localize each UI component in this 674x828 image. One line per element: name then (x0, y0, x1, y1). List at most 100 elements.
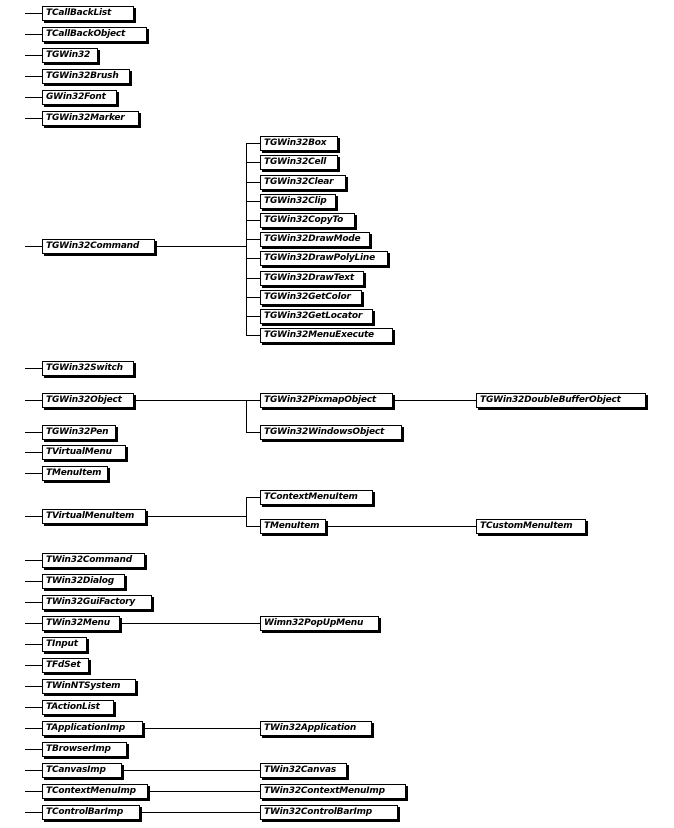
connector-stub (25, 516, 42, 517)
class-node[interactable]: TCallBackObject (42, 27, 147, 42)
connector-horizontal (246, 432, 260, 433)
class-node[interactable]: TWin32GuiFactory (42, 595, 152, 610)
connector-horizontal (122, 770, 260, 771)
connector-stub (25, 770, 42, 771)
connector-stub (25, 368, 42, 369)
class-node[interactable]: TGWin32DoubleBufferObject (476, 393, 646, 408)
connector-horizontal (146, 516, 246, 517)
class-node[interactable]: TGWin32Switch (42, 361, 134, 376)
connector-horizontal (140, 812, 260, 813)
class-node[interactable]: TGWin32DrawMode (260, 232, 370, 247)
connector-horizontal (246, 220, 260, 221)
class-node[interactable]: TControlBarImp (42, 805, 140, 820)
class-node[interactable]: TGWin32Command (42, 239, 155, 254)
connector-horizontal (148, 791, 260, 792)
class-node[interactable]: TGWin32CopyTo (260, 213, 355, 228)
connector-stub (25, 665, 42, 666)
class-node[interactable]: TGWin32Clip (260, 194, 336, 209)
connector-horizontal (120, 623, 260, 624)
class-node[interactable]: TGWin32Clear (260, 175, 346, 190)
class-node[interactable]: TWin32ControlBarImp (260, 805, 398, 820)
class-node[interactable]: TGWin32Object (42, 393, 134, 408)
class-node[interactable]: TFdSet (42, 658, 89, 673)
connector-stub (25, 560, 42, 561)
class-node[interactable]: TContextMenuItem (260, 490, 373, 505)
connector-vertical (246, 497, 247, 526)
class-node[interactable]: TVirtualMenuItem (42, 509, 146, 524)
connector-horizontal (246, 201, 260, 202)
class-node[interactable]: TCallBackList (42, 6, 134, 21)
class-node[interactable]: TContextMenuImp (42, 784, 148, 799)
connector-horizontal (246, 278, 260, 279)
connector-horizontal (246, 400, 260, 401)
class-node[interactable]: GWin32Font (42, 90, 117, 105)
connector-stub (25, 686, 42, 687)
class-node[interactable]: TGWin32 (42, 48, 98, 63)
connector-stub (25, 246, 42, 247)
connector-stub (25, 812, 42, 813)
class-node[interactable]: TMenuItem (42, 466, 108, 481)
connector-horizontal (246, 239, 260, 240)
class-node[interactable]: TGWin32Brush (42, 69, 130, 84)
class-node[interactable]: TInput (42, 637, 87, 652)
connector-horizontal (246, 182, 260, 183)
connector-stub (25, 791, 42, 792)
connector-stub (25, 602, 42, 603)
class-node[interactable]: TGWin32DrawText (260, 271, 364, 286)
connector-stub (25, 13, 42, 14)
class-node[interactable]: TCanvasImp (42, 763, 122, 778)
class-node[interactable]: TWin32Dialog (42, 574, 125, 589)
connector-stub (25, 34, 42, 35)
connector-stub (25, 118, 42, 119)
connector-stub (25, 97, 42, 98)
connector-horizontal (246, 497, 260, 498)
connector-horizontal (134, 400, 246, 401)
class-node[interactable]: TWin32Application (260, 721, 372, 736)
connector-horizontal (155, 246, 246, 247)
class-node[interactable]: TGWin32PixmapObject (260, 393, 393, 408)
class-node[interactable]: TGWin32WindowsObject (260, 425, 402, 440)
connector-horizontal (246, 316, 260, 317)
class-node[interactable]: TWin32Menu (42, 616, 120, 631)
connector-horizontal (246, 297, 260, 298)
class-node[interactable]: TGWin32GetLocator (260, 309, 373, 324)
class-node[interactable]: TCustomMenuItem (476, 519, 586, 534)
connector-horizontal (246, 526, 260, 527)
connector-stub (25, 749, 42, 750)
class-node[interactable]: TApplicationImp (42, 721, 143, 736)
connector-stub (25, 473, 42, 474)
connector-stub (25, 432, 42, 433)
class-node[interactable]: TActionList (42, 700, 114, 715)
connector-horizontal (326, 526, 476, 527)
connector-horizontal (143, 728, 260, 729)
class-node[interactable]: TWin32Canvas (260, 763, 347, 778)
connector-stub (25, 581, 42, 582)
connector-stub (25, 452, 42, 453)
class-node[interactable]: TWin32Command (42, 553, 145, 568)
class-node[interactable]: TBrowserImp (42, 742, 127, 757)
class-node[interactable]: TMenuItem (260, 519, 326, 534)
class-node[interactable]: TGWin32Marker (42, 111, 139, 126)
class-node[interactable]: TGWin32MenuExecute (260, 328, 393, 343)
class-node[interactable]: TWin32ContextMenuImp (260, 784, 406, 799)
connector-stub (25, 76, 42, 77)
connector-vertical (246, 400, 247, 432)
connector-horizontal (246, 335, 260, 336)
class-node[interactable]: TGWin32GetColor (260, 290, 362, 305)
class-node[interactable]: TGWin32Cell (260, 155, 338, 170)
class-node[interactable]: TWinNTSystem (42, 679, 136, 694)
connector-horizontal (246, 162, 260, 163)
connector-stub (25, 728, 42, 729)
class-node[interactable]: TVirtualMenu (42, 445, 126, 460)
class-node[interactable]: TGWin32Pen (42, 425, 116, 440)
connector-horizontal (393, 400, 476, 401)
connector-stub (25, 623, 42, 624)
class-node[interactable]: TGWin32Box (260, 136, 338, 151)
connector-stub (25, 55, 42, 56)
connector-stub (25, 644, 42, 645)
connector-stub (25, 707, 42, 708)
class-node[interactable]: TGWin32DrawPolyLine (260, 251, 388, 266)
class-node[interactable]: Wimn32PopUpMenu (260, 616, 379, 631)
connector-horizontal (246, 143, 260, 144)
